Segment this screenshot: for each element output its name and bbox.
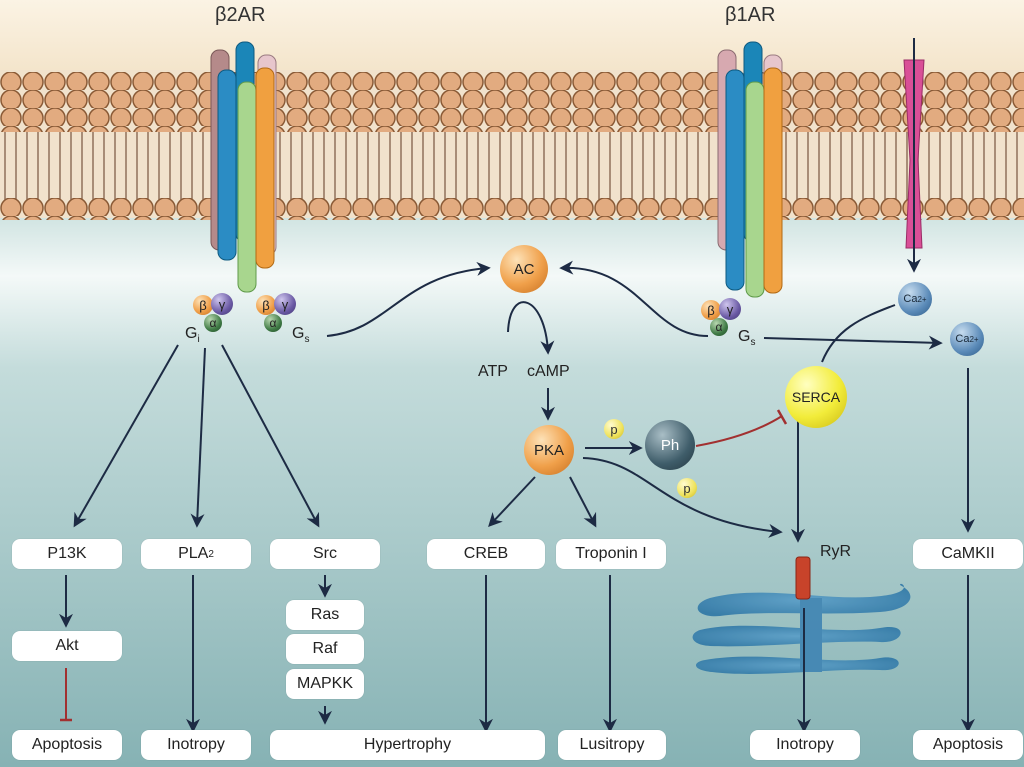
adenylyl-cyclase-node: AC <box>500 245 548 293</box>
src-box: Src <box>270 539 380 569</box>
gs-alpha-subunit: α <box>264 314 282 332</box>
ras-box: Ras <box>286 600 364 630</box>
gi-gamma-subunit: γ <box>211 293 233 315</box>
troponin-box: Troponin I <box>556 539 666 569</box>
outcome-apoptosis-right: Apoptosis <box>913 730 1023 760</box>
mapkk-box: MAPKK <box>286 669 364 699</box>
gs-beta-subunit: β <box>256 295 276 315</box>
phosphate-icon: p <box>604 419 624 439</box>
serca-node: SERCA <box>785 366 847 428</box>
beta2-receptor-icon <box>210 41 277 293</box>
beta1-receptor-icon <box>717 41 783 298</box>
camkii-box: CaMKII <box>913 539 1023 569</box>
outcome-apoptosis-left: Apoptosis <box>12 730 122 760</box>
sarcoplasmic-reticulum-icon <box>692 583 911 674</box>
beta2-receptor-label: β2AR <box>215 4 266 26</box>
atp-label: ATP <box>478 363 508 380</box>
ryr-channel-icon <box>795 556 811 600</box>
outcome-inotropy-right: Inotropy <box>750 730 860 760</box>
gs-label: Gs <box>292 325 310 345</box>
creb-box: CREB <box>427 539 545 569</box>
akt-box: Akt <box>12 631 122 661</box>
ryr-label: RyR <box>820 543 852 560</box>
raf-box: Raf <box>286 634 364 664</box>
pka-node: PKA <box>524 425 574 475</box>
gs-right-alpha-subunit: α <box>710 318 728 336</box>
gi-label: Gi <box>185 325 200 345</box>
gi-alpha-subunit: α <box>204 314 222 332</box>
phosphate-icon-2: p <box>677 478 697 498</box>
outcome-hypertrophy: Hypertrophy <box>270 730 545 760</box>
camp-label: cAMP <box>527 363 570 380</box>
outcome-inotropy-left: Inotropy <box>141 730 251 760</box>
gs-right-label: Gs <box>738 328 756 348</box>
phospholamban-node: Ph <box>645 420 695 470</box>
gs-gamma-subunit: γ <box>274 293 296 315</box>
outcome-lusitropy: Lusitropy <box>558 730 666 760</box>
gs-right-gamma-subunit: γ <box>719 298 741 320</box>
p13k-box: P13K <box>12 539 122 569</box>
gi-beta-subunit: β <box>193 295 213 315</box>
beta1-receptor-label: β1AR <box>725 4 776 26</box>
gs-right-beta-subunit: β <box>701 300 721 320</box>
